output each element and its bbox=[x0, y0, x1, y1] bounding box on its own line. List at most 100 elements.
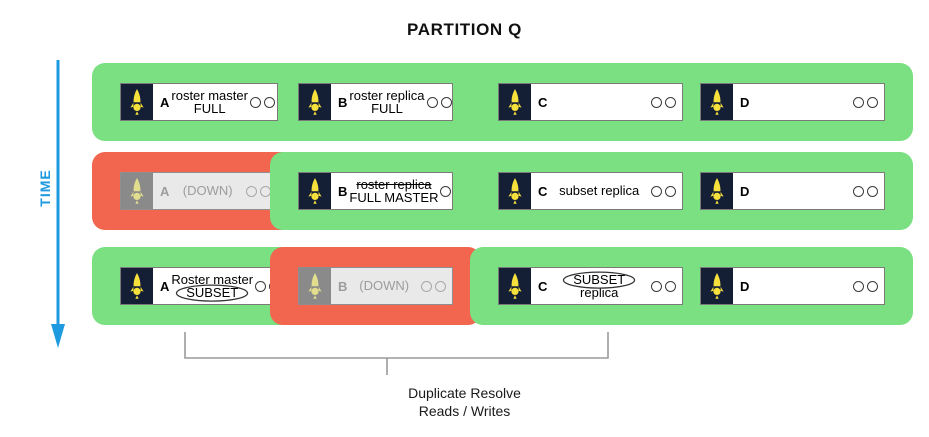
node-chip[interactable]: B (DOWN) bbox=[298, 267, 453, 305]
status-dot-icon bbox=[867, 185, 878, 197]
rocket-icon bbox=[121, 173, 153, 209]
rocket-icon bbox=[701, 84, 733, 120]
status-dot-icon bbox=[867, 96, 878, 108]
node-role-label: FULL bbox=[193, 101, 226, 116]
node-id-label: B bbox=[338, 183, 348, 199]
node-status-dots bbox=[853, 96, 878, 108]
node-role-label: replica bbox=[580, 285, 619, 300]
rocket-icon bbox=[299, 268, 331, 304]
node-id-label: B bbox=[338, 278, 348, 294]
node-chip[interactable]: D bbox=[700, 172, 885, 210]
node-roles: (DOWN) bbox=[347, 278, 421, 294]
status-dot-icon bbox=[853, 280, 864, 292]
rocket-icon bbox=[701, 268, 733, 304]
status-dot-icon bbox=[665, 280, 676, 292]
time-arrow-icon bbox=[51, 60, 65, 348]
node-status-dots bbox=[651, 280, 676, 292]
node-role-label: subset replica bbox=[559, 183, 640, 199]
node-body: A(DOWN) bbox=[153, 173, 277, 209]
status-dot-icon bbox=[665, 96, 676, 108]
node-chip[interactable]: A(DOWN) bbox=[120, 172, 278, 210]
node-role-label: roster replica bbox=[349, 87, 425, 103]
rocket-icon bbox=[499, 173, 531, 209]
node-id-label: C bbox=[538, 183, 548, 199]
rocket-icon bbox=[499, 84, 531, 120]
node-status-dots bbox=[651, 96, 676, 108]
status-dot-icon bbox=[435, 280, 446, 292]
node-chip[interactable]: D bbox=[700, 267, 885, 305]
node-role-label: FULL bbox=[371, 101, 403, 116]
node-body: B (DOWN) bbox=[331, 268, 452, 304]
status-dot-icon bbox=[440, 185, 452, 197]
time-axis: TIME bbox=[28, 60, 88, 350]
status-dot-icon bbox=[426, 96, 438, 108]
status-dot-icon bbox=[853, 185, 864, 197]
node-status-dots bbox=[249, 96, 275, 108]
node-status-dots bbox=[426, 96, 452, 108]
circled-annotation: SUBSET bbox=[179, 286, 245, 299]
node-id-label: D bbox=[740, 183, 750, 199]
status-dot-icon bbox=[651, 185, 662, 197]
node-role-label: roster replica bbox=[356, 176, 432, 192]
rocket-icon bbox=[121, 84, 153, 120]
node-status-dots bbox=[853, 185, 878, 197]
node-id-label: C bbox=[538, 278, 548, 294]
status-dot-icon bbox=[665, 185, 676, 197]
partition-group-failed: B (DOWN) bbox=[270, 247, 481, 325]
node-chip[interactable]: C bbox=[498, 83, 683, 121]
node-body: D bbox=[733, 84, 884, 120]
node-role-label: Roster master bbox=[171, 271, 254, 287]
node-role-label: SUBSET bbox=[179, 286, 245, 299]
rocket-icon bbox=[701, 173, 733, 209]
caption-line-1: Duplicate Resolve bbox=[408, 385, 521, 401]
node-chip[interactable]: D bbox=[700, 83, 885, 121]
node-id-label: C bbox=[538, 94, 548, 110]
node-id-label: D bbox=[740, 94, 750, 110]
duplicate-resolve-caption: Duplicate Resolve Reads / Writes bbox=[0, 385, 929, 420]
duplicate-resolve-bracket bbox=[184, 332, 609, 375]
node-status-dots bbox=[421, 280, 446, 292]
node-role-label: FULL MASTER bbox=[349, 190, 439, 205]
node-id-label: A bbox=[160, 94, 170, 110]
node-id-label: D bbox=[740, 278, 750, 294]
status-dot-icon bbox=[867, 280, 878, 292]
rocket-icon bbox=[299, 173, 331, 209]
rocket-icon bbox=[121, 268, 153, 304]
node-id-label: B bbox=[338, 94, 348, 110]
node-role-label: (DOWN) bbox=[182, 183, 233, 199]
node-status-dots bbox=[853, 280, 878, 292]
node-id-label: A bbox=[160, 278, 170, 294]
node-role-label: SUBSET bbox=[566, 273, 632, 286]
node-role-label: (DOWN) bbox=[359, 278, 410, 294]
node-body: C bbox=[531, 84, 682, 120]
status-dot-icon bbox=[263, 96, 275, 108]
status-dot-icon bbox=[651, 280, 662, 292]
node-role-label: roster master bbox=[171, 87, 248, 103]
page-title: PARTITION Q bbox=[407, 20, 522, 39]
node-roles: (DOWN) bbox=[169, 183, 246, 199]
caption-line-2: Reads / Writes bbox=[418, 402, 511, 419]
node-body: D bbox=[733, 268, 884, 304]
status-dot-icon bbox=[651, 96, 662, 108]
status-dot-icon bbox=[246, 185, 257, 197]
status-dot-icon bbox=[421, 280, 432, 292]
node-status-dots bbox=[440, 185, 452, 197]
